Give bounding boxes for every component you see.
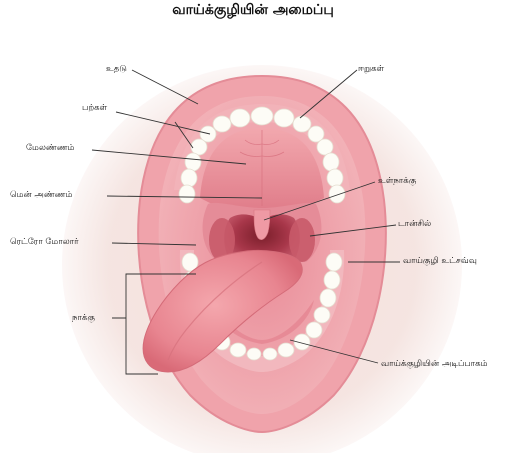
label-tonsil: டான்சில் (398, 219, 431, 229)
label-gums: ஈறுகள் (358, 64, 384, 74)
right-tonsil (289, 218, 315, 262)
label-tongue: நாக்கு (72, 313, 95, 323)
label-retromolar: ரெட்ரோ மோலார் (10, 237, 79, 247)
label-teeth: பற்கள் (82, 103, 107, 113)
label-uvula: உள்நாக்கு (378, 176, 416, 186)
label-lip: உதடு (106, 64, 127, 74)
label-floor: வாய்க்குழியின் அடிப்பாகம் (381, 359, 487, 369)
label-cheek: வாய்குழி உட்சவ்வு (403, 256, 477, 266)
label-hard-palate: மேலண்ணம் (26, 143, 74, 153)
label-soft-palate: மென் அண்ணம் (10, 190, 72, 200)
